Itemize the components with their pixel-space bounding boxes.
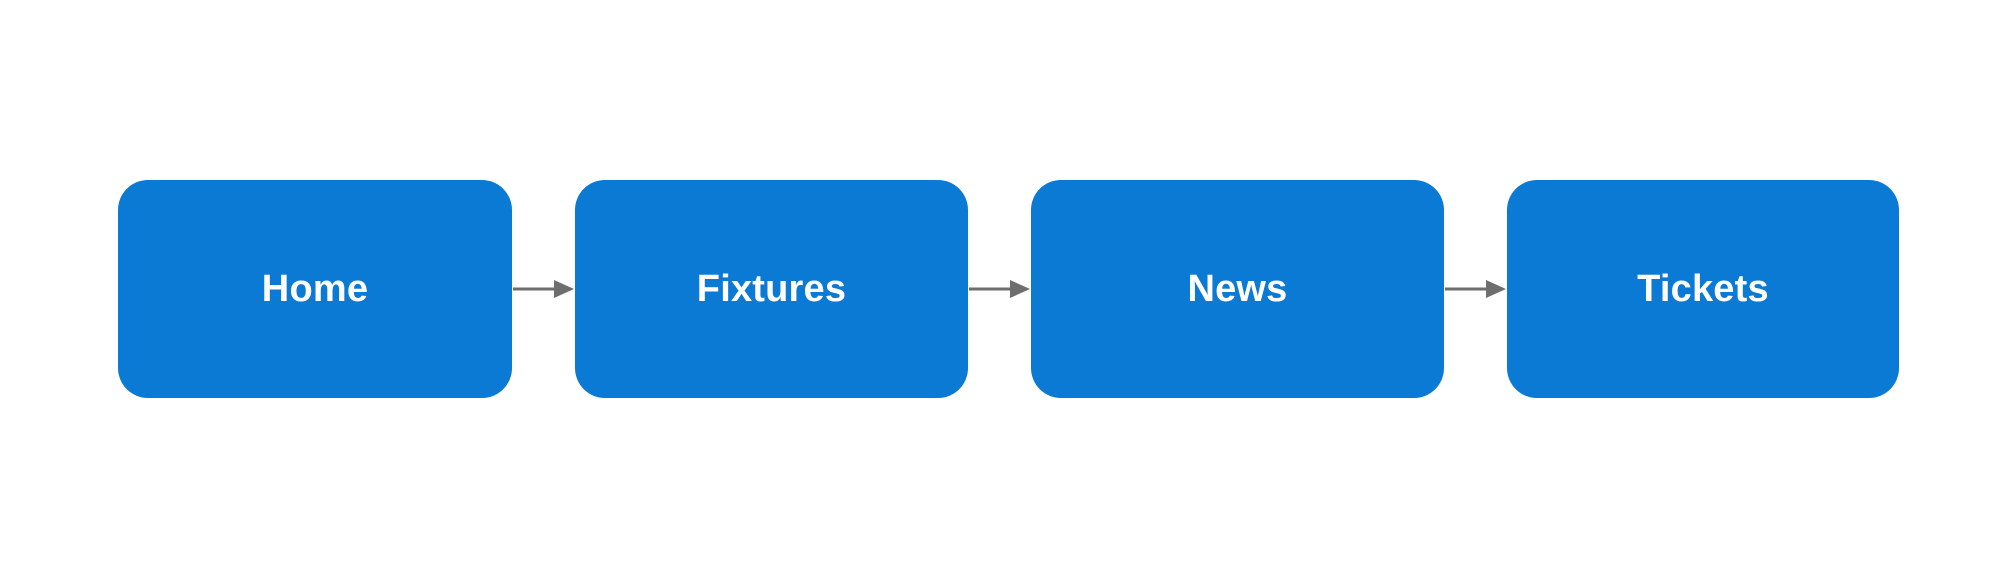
flow-sequence: Home Fixtures News	[0, 180, 1999, 398]
flow-node-tickets[interactable]: Tickets	[1507, 180, 1899, 398]
flow-connector-news-to-tickets	[1444, 180, 1507, 398]
arrow-right-icon	[1444, 277, 1507, 301]
flow-connector-fixtures-to-news	[968, 180, 1031, 398]
flow-connector-home-to-fixtures	[512, 180, 575, 398]
flow-node-label: News	[1187, 268, 1288, 310]
flow-node-label: Fixtures	[696, 268, 847, 310]
flow-node-label: Home	[261, 268, 369, 310]
flow-node-news[interactable]: News	[1031, 180, 1444, 398]
arrow-right-icon	[512, 277, 575, 301]
flow-node-fixtures[interactable]: Fixtures	[575, 180, 968, 398]
flow-node-label: Tickets	[1637, 268, 1769, 310]
flow-node-home[interactable]: Home	[118, 180, 512, 398]
arrow-right-icon	[968, 277, 1031, 301]
